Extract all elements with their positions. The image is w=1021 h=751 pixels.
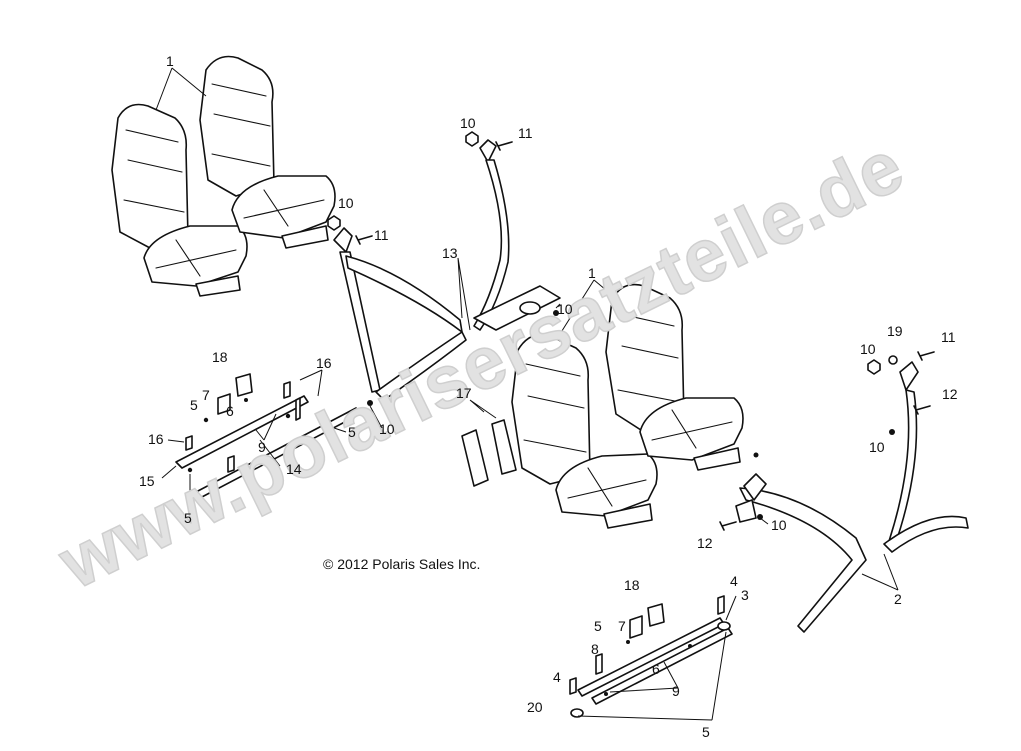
callout-9: 9 xyxy=(672,683,680,699)
callout-5: 5 xyxy=(348,424,356,440)
callout-10: 10 xyxy=(460,115,476,131)
callout-8: 8 xyxy=(591,641,599,657)
callout-4: 4 xyxy=(730,573,738,589)
callout-5: 5 xyxy=(594,618,602,634)
callout-5: 5 xyxy=(190,397,198,413)
callout-7: 7 xyxy=(202,387,210,403)
seat-front-right xyxy=(199,55,336,249)
callout-labels: 1 1 2 3 4 4 5 5 5 5 5 6 6 7 7 8 9 9 10 1… xyxy=(139,53,958,740)
hardware xyxy=(327,131,935,531)
callout-11: 11 xyxy=(374,227,389,243)
callout-4: 4 xyxy=(553,669,561,685)
callout-13: 13 xyxy=(442,245,458,261)
callout-5: 5 xyxy=(184,510,192,526)
callout-6: 6 xyxy=(226,403,234,419)
callout-6: 6 xyxy=(652,661,660,677)
callout-20: 20 xyxy=(527,699,543,715)
callout-10: 10 xyxy=(771,517,787,533)
callout-16: 16 xyxy=(148,431,164,447)
seat-pad-pair xyxy=(461,419,517,487)
callout-10: 10 xyxy=(869,439,885,455)
callout-10: 10 xyxy=(379,421,395,437)
callout-18: 18 xyxy=(212,349,228,365)
callout-7: 7 xyxy=(618,618,626,634)
callout-15: 15 xyxy=(139,473,155,489)
callout-5: 5 xyxy=(702,724,710,740)
leader-lines xyxy=(155,67,899,721)
callout-19: 19 xyxy=(887,323,903,339)
callout-2: 2 xyxy=(894,591,902,607)
callout-12: 12 xyxy=(697,535,713,551)
callout-1: 1 xyxy=(588,265,596,281)
seat-front-left xyxy=(111,103,248,297)
callout-10: 10 xyxy=(557,301,573,317)
seat-rail-set-left xyxy=(175,373,361,499)
seat-rear-left xyxy=(511,333,658,529)
callout-11: 11 xyxy=(518,125,533,141)
callout-16: 16 xyxy=(316,355,332,371)
callout-3: 3 xyxy=(741,587,749,603)
callout-11: 11 xyxy=(941,329,956,345)
seat-rear-right xyxy=(605,283,744,471)
callout-14: 14 xyxy=(286,461,302,477)
callout-10: 10 xyxy=(338,195,354,211)
seat-rail-set-right xyxy=(569,595,733,718)
seat-belt-center xyxy=(333,139,561,401)
callout-10: 10 xyxy=(860,341,876,357)
callout-17: 17 xyxy=(456,385,472,401)
copyright-text: © 2012 Polaris Sales Inc. xyxy=(323,556,480,572)
seat-belt-right xyxy=(735,361,969,633)
callout-12: 12 xyxy=(942,386,958,402)
callout-18: 18 xyxy=(624,577,640,593)
callout-1: 1 xyxy=(166,53,174,69)
callout-9: 9 xyxy=(258,439,266,455)
